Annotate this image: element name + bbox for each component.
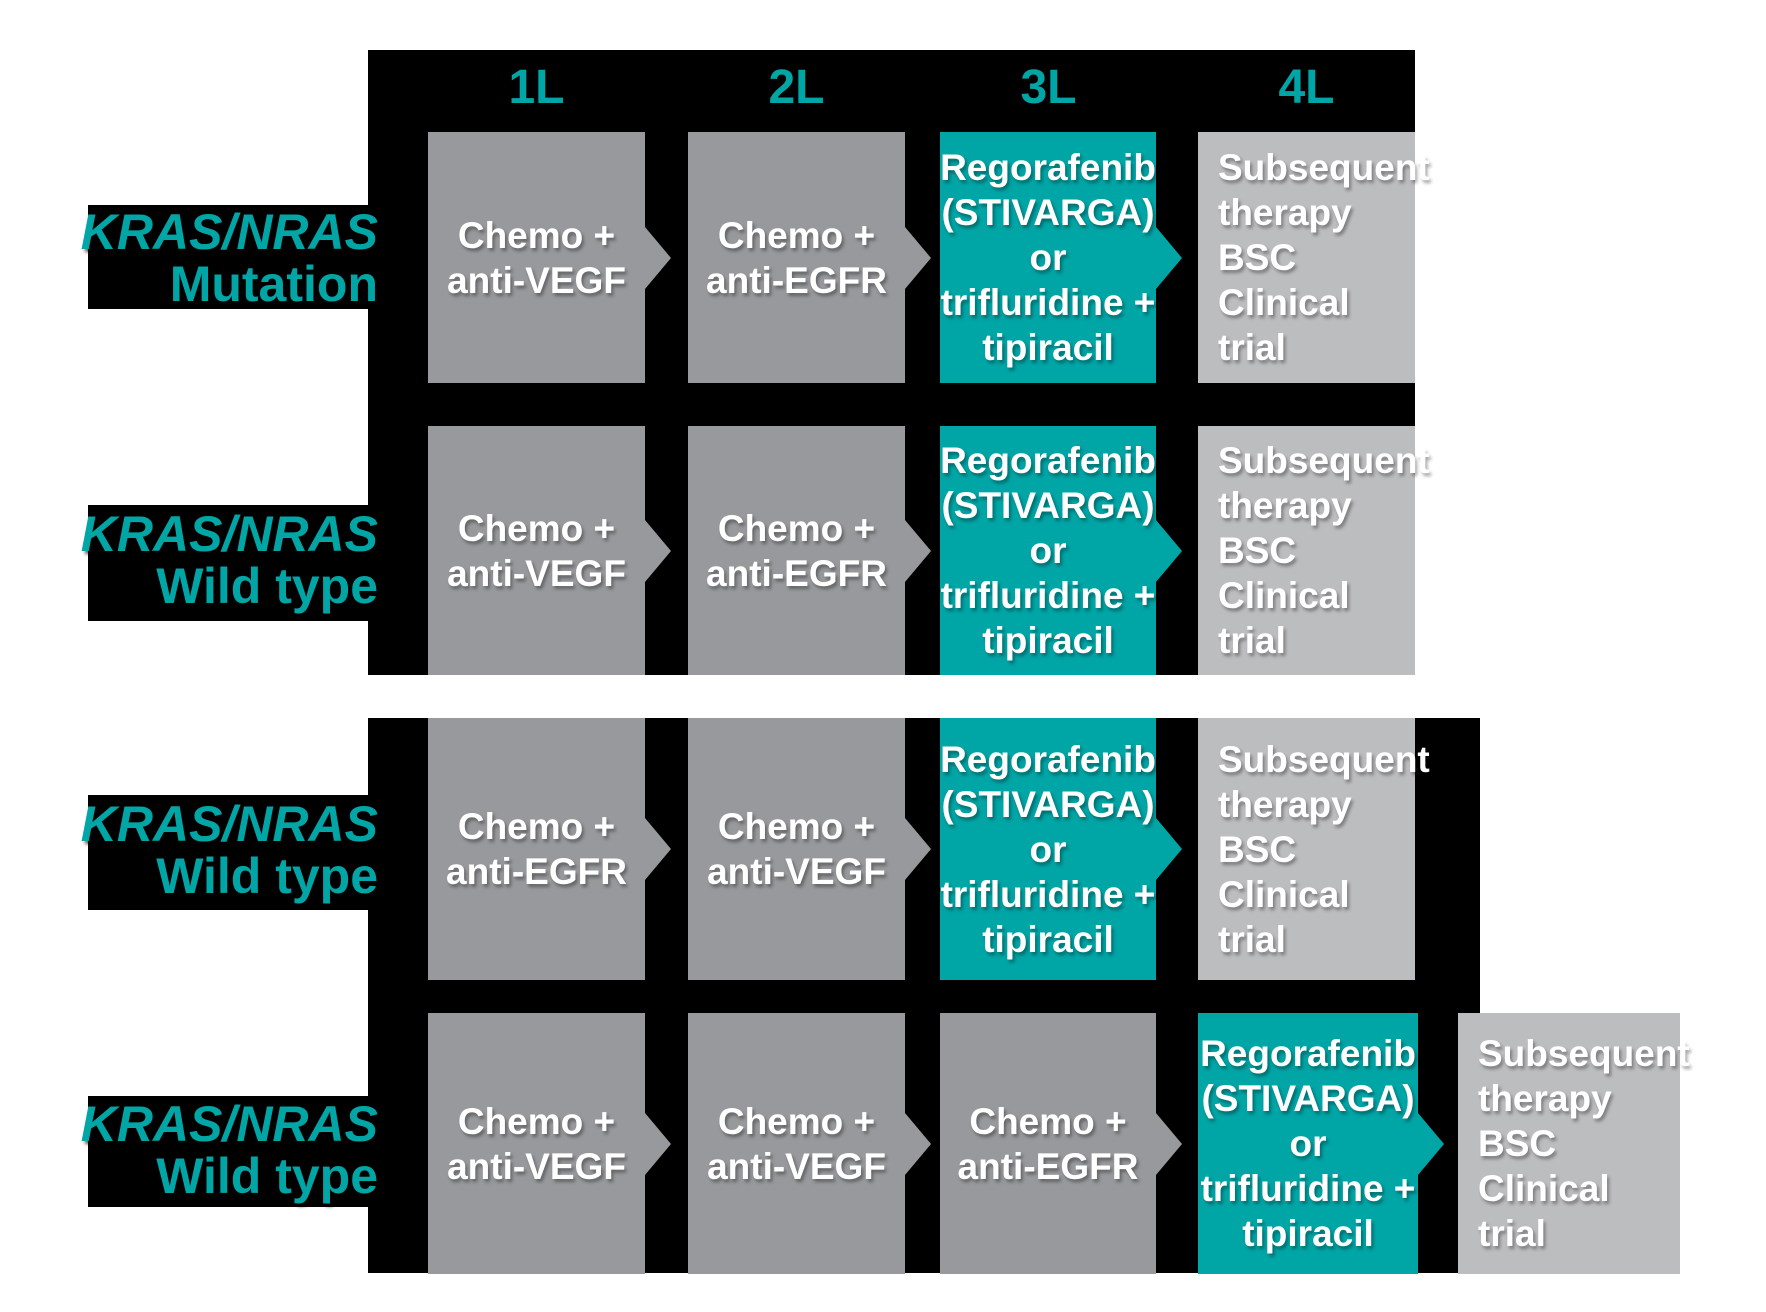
box-text: Chemo + anti-VEGF (447, 214, 626, 301)
row1-label-kras-nras-mutation: KRAS/NRAS Mutation (38, 206, 378, 310)
box-text: Regorafenib (STIVARGA) or trifluridine +… (940, 147, 1156, 368)
row2-label-band (88, 505, 368, 621)
box-row4-1l-chemo-anti-vegf: Chemo + anti-VEGF (428, 1013, 671, 1274)
row3-label-line1: KRAS/NRAS (80, 796, 378, 852)
box-row2-2l-chemo-anti-egfr: Chemo + anti-EGFR (688, 426, 931, 675)
row1-label-band (88, 205, 368, 309)
box-text: Subsequent therapy BSC Clinical trial (1478, 1033, 1690, 1254)
flow-arrow-icon (905, 818, 931, 880)
flow-arrow-icon (1156, 818, 1182, 880)
box-row1-3l-regorafenib: Regorafenib (STIVARGA) or trifluridine +… (940, 132, 1182, 383)
flow-arrow-icon (1418, 1112, 1444, 1175)
box-row2-4l-subsequent-therapy: Subsequent therapy BSC Clinical trial (1198, 426, 1430, 675)
box-row4-2l-chemo-anti-vegf: Chemo + anti-VEGF (688, 1013, 931, 1274)
flow-arrow-icon (905, 519, 931, 582)
flow-arrow-icon (905, 226, 931, 289)
box-text: Chemo + anti-EGFR (446, 806, 627, 892)
flow-arrow-icon (645, 1112, 671, 1175)
box-text: Chemo + anti-VEGF (447, 1100, 626, 1187)
box-row1-2l-chemo-anti-egfr: Chemo + anti-EGFR (688, 132, 931, 383)
row2-label-kras-nras-wild-type: KRAS/NRAS Wild type (38, 508, 378, 612)
column-header-3l: 3L (1020, 60, 1077, 114)
row2-label-line1: KRAS/NRAS (80, 506, 378, 562)
row4-label-line1: KRAS/NRAS (80, 1096, 378, 1152)
box-row4-4l-regorafenib: Regorafenib (STIVARGA) or trifluridine +… (1198, 1013, 1444, 1274)
box-text: Regorafenib (STIVARGA) or trifluridine +… (940, 738, 1156, 960)
flow-arrow-icon (645, 519, 671, 582)
flow-arrow-icon (1156, 519, 1182, 582)
box-text: Chemo + anti-VEGF (447, 507, 626, 594)
row1-label-line2: Mutation (169, 256, 378, 312)
flow-arrow-icon (645, 818, 671, 880)
row1-label-line1: KRAS/NRAS (80, 204, 378, 260)
row4-label-kras-nras-wild-type: KRAS/NRAS Wild type (38, 1098, 378, 1202)
box-row1-1l-chemo-anti-vegf: Chemo + anti-VEGF (428, 132, 671, 383)
box-text: Chemo + anti-VEGF (707, 1100, 886, 1187)
row3-label-line2: Wild type (156, 848, 378, 904)
box-text: Subsequent therapy BSC Clinical trial (1218, 738, 1430, 960)
row2-label-line2: Wild type (156, 558, 378, 614)
box-text: Chemo + anti-EGFR (957, 1100, 1139, 1187)
box-row4-5l-subsequent-therapy: Subsequent therapy BSC Clinical trial (1458, 1013, 1690, 1274)
flow-arrow-icon (905, 1112, 931, 1175)
box-text: Chemo + anti-EGFR (706, 214, 887, 301)
box-text: Chemo + anti-VEGF (707, 806, 886, 892)
flow-arrow-icon (645, 226, 671, 289)
row4-label-line2: Wild type (156, 1148, 378, 1204)
column-header-4l: 4L (1278, 60, 1335, 114)
box-row3-2l-chemo-anti-vegf: Chemo + anti-VEGF (688, 718, 931, 980)
box-row3-4l-subsequent-therapy: Subsequent therapy BSC Clinical trial (1198, 718, 1430, 980)
row3-label-kras-nras-wild-type: KRAS/NRAS Wild type (38, 798, 378, 902)
box-row3-1l-chemo-anti-egfr: Chemo + anti-EGFR (428, 718, 671, 980)
box-row3-3l-regorafenib: Regorafenib (STIVARGA) or trifluridine +… (940, 718, 1182, 980)
box-text: Regorafenib (STIVARGA) or trifluridine +… (940, 440, 1156, 661)
column-header-1l: 1L (508, 60, 565, 114)
box-row2-3l-regorafenib: Regorafenib (STIVARGA) or trifluridine +… (940, 426, 1182, 675)
row4-label-band (88, 1096, 368, 1207)
box-row4-3l-chemo-anti-egfr: Chemo + anti-EGFR (940, 1013, 1182, 1274)
box-text: Regorafenib (STIVARGA) or trifluridine +… (1200, 1033, 1416, 1254)
box-row1-4l-subsequent-therapy: Subsequent therapy BSC Clinical trial (1198, 132, 1430, 383)
box-text: Chemo + anti-EGFR (706, 507, 887, 594)
box-text: Subsequent therapy BSC Clinical trial (1218, 440, 1430, 661)
column-header-2l: 2L (768, 60, 825, 114)
flow-arrow-icon (1156, 226, 1182, 289)
box-row2-1l-chemo-anti-vegf: Chemo + anti-VEGF (428, 426, 671, 675)
flow-arrow-icon (1156, 1112, 1182, 1175)
row3-label-band (88, 795, 368, 910)
box-text: Subsequent therapy BSC Clinical trial (1218, 147, 1430, 368)
